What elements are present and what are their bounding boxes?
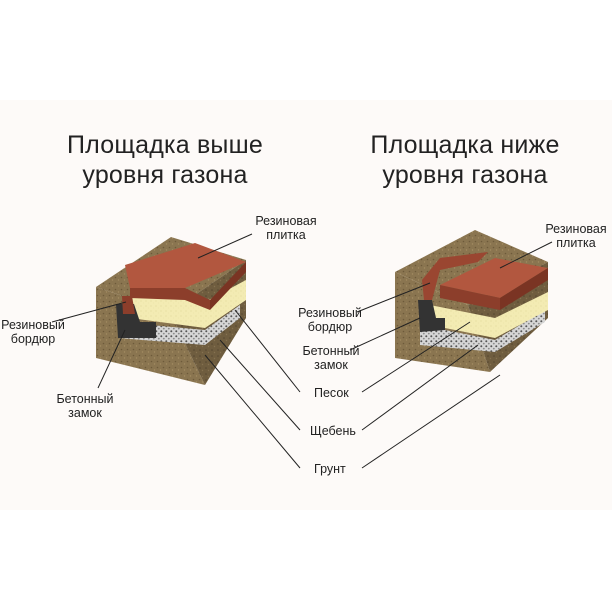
right-sand-layer [430,292,548,338]
left-tile-top [125,243,246,288]
leader-left-concrete [97,329,126,389]
leader-soil-right [361,374,501,469]
right-tile-label: Резиновая плитка [545,222,607,250]
right-tile-top [440,258,548,298]
leader-soil-left [204,354,301,469]
leader-right-concrete [349,317,421,351]
left-title: Площадка выше уровня газона [67,131,263,189]
sand-label: Песок [314,386,349,400]
left-tile-side [210,262,246,310]
leader-gravel-left [219,339,301,431]
leader-left-border [51,301,127,323]
left-border-label: Резиновый бордюр [1,318,65,346]
leader-right-tile [499,241,553,269]
left-rubber-border [122,296,135,314]
left-tile-label: Резиновая плитка [255,214,317,242]
right-rubber-border [422,252,488,300]
leader-gravel-right [361,344,479,431]
left-concrete-label: Бетонный замок [56,392,114,420]
leader-sand-left [234,309,301,393]
right-concrete-label: Бетонный замок [302,344,360,372]
leader-lines [51,233,553,469]
right-block [395,230,548,372]
right-gravel-layer [420,310,545,352]
leader-sand-right [361,321,471,393]
right-tile-front [440,285,500,310]
soil-label: Грунт [314,462,346,476]
left-tile-front [130,288,210,310]
right-border-label: Резиновый бордюр [298,306,362,334]
leader-left-tile [197,233,253,259]
left-sand-layer [130,280,246,328]
left-block [96,237,246,385]
leader-right-border [356,282,431,313]
gravel-label: Щебень [310,424,356,438]
right-title: Площадка ниже уровня газона [370,131,560,189]
right-concrete-lock [418,300,445,332]
right-tile-side [500,268,548,310]
